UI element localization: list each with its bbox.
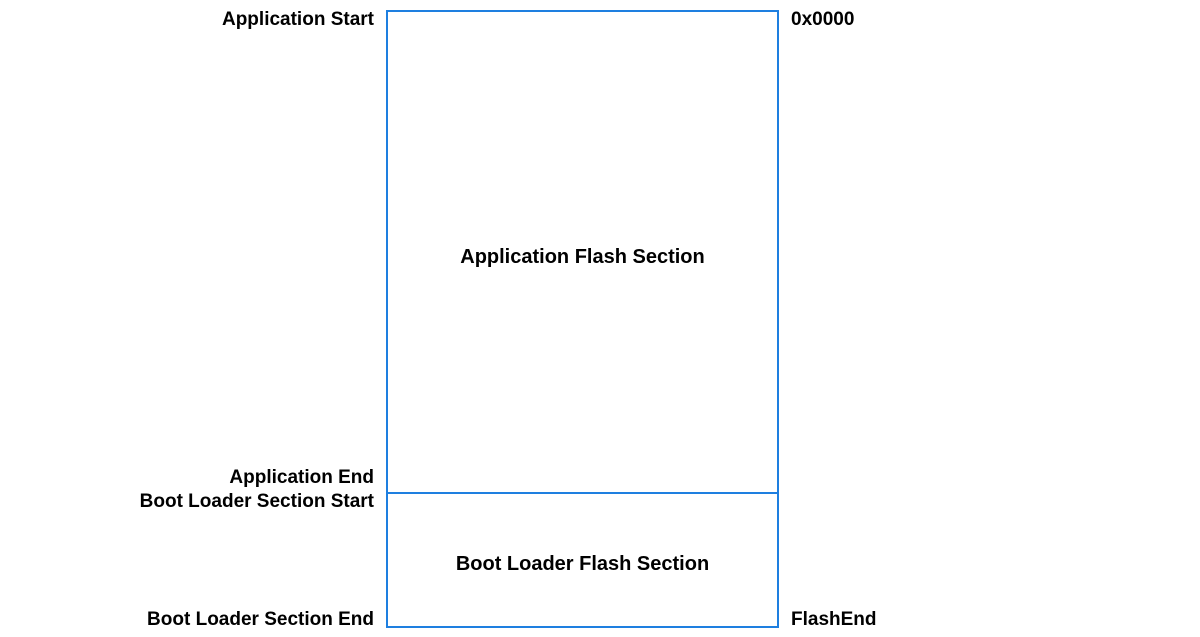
boot-loader-section-start-label: Boot Loader Section Start: [139, 491, 374, 512]
section-divider: [388, 492, 777, 494]
application-start-label: Application Start: [221, 9, 374, 30]
flash-memory-block: Application Flash Section Boot Loader Fl…: [386, 10, 779, 628]
application-flash-section-label: Application Flash Section: [460, 246, 705, 268]
start-address-label: 0x0000: [791, 9, 855, 30]
flash-end-address-label: FlashEnd: [791, 609, 877, 630]
boot-loader-flash-section-label: Boot Loader Flash Section: [455, 553, 710, 575]
application-end-label: Application End: [229, 467, 374, 488]
boot-loader-section-end-label: Boot Loader Section End: [147, 609, 374, 630]
